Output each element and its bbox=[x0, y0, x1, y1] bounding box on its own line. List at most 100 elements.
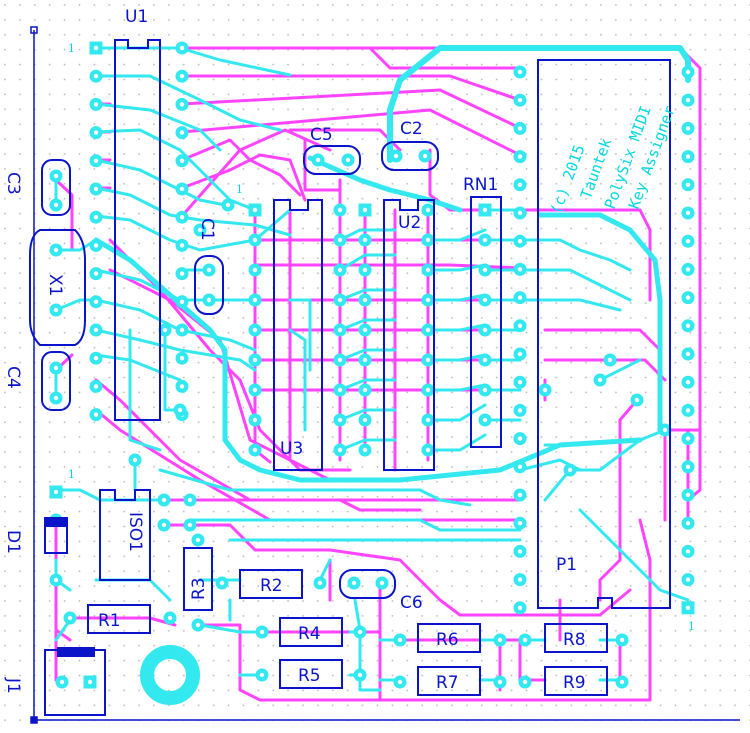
u3-pad-drill bbox=[337, 327, 343, 333]
via-drill bbox=[177, 407, 183, 413]
via-drill bbox=[225, 202, 231, 208]
j1-pad-drill bbox=[59, 679, 65, 685]
u2-pad-drill bbox=[425, 417, 431, 423]
u2-pad-drill bbox=[362, 447, 368, 453]
pin1-marker-u1: 1 bbox=[68, 42, 75, 55]
u1-pad-drill bbox=[93, 243, 99, 248]
u2-pad-drill bbox=[425, 297, 431, 303]
via-drill bbox=[597, 377, 603, 383]
p1-pad-drill bbox=[517, 380, 523, 385]
r7-pad-drill bbox=[497, 679, 503, 685]
iso1-pad-drill bbox=[132, 457, 138, 463]
via-drill bbox=[542, 387, 548, 393]
iso1-pad-drill bbox=[161, 522, 167, 528]
c2-pad-drill bbox=[422, 153, 428, 159]
p1-pad-drill bbox=[517, 69, 523, 75]
p1-pad-drill bbox=[517, 98, 523, 103]
p1-pad-drill bbox=[685, 239, 691, 244]
rn1-outline bbox=[470, 196, 502, 448]
pin1-marker-u3: 1 bbox=[236, 183, 243, 196]
r2-outline bbox=[239, 569, 303, 599]
p1-pad-drill bbox=[517, 577, 523, 582]
u3-pad-drill bbox=[252, 297, 258, 303]
j1-pad-drill bbox=[87, 679, 93, 685]
p1-outline bbox=[537, 59, 671, 609]
u1-pad-drill bbox=[179, 356, 185, 361]
rn1-pad-drill bbox=[482, 267, 488, 273]
label-u2: U2 bbox=[398, 213, 421, 233]
pin1-marker-iso1: 1 bbox=[68, 468, 75, 481]
pin1-markers: 1 1 1 1 bbox=[68, 42, 695, 633]
label-r1: R1 bbox=[98, 611, 121, 631]
label-c1: C1 bbox=[197, 218, 217, 241]
via-drill bbox=[567, 467, 573, 473]
u1-pad-drill bbox=[179, 243, 185, 248]
r2-pad-drill bbox=[317, 580, 323, 586]
u1-pad-drill bbox=[179, 102, 185, 107]
u3-pad-drill bbox=[252, 387, 258, 393]
label-c3: C3 bbox=[3, 172, 23, 195]
label-r4: R4 bbox=[298, 624, 321, 644]
silkscreen-outlines bbox=[29, 39, 671, 716]
c2-pad-drill bbox=[393, 153, 399, 159]
component-labels: U1 U3 U2 RN1 P1 C5 C2 C6 C1 C3 C4 X1 D1 … bbox=[3, 7, 586, 694]
u1-pad-drill bbox=[93, 130, 99, 135]
c1-outline bbox=[194, 255, 224, 315]
p1-pad-drill bbox=[685, 267, 691, 272]
p1-pad-drill bbox=[685, 549, 691, 554]
u3-pad-drill bbox=[337, 357, 343, 363]
u1-pad-drill bbox=[179, 45, 185, 51]
p1-pad-drill bbox=[685, 126, 691, 131]
r3-pad-drill bbox=[195, 537, 201, 543]
u1-pad-drill bbox=[93, 158, 99, 163]
rn1-pad-drill bbox=[482, 237, 488, 243]
p1-pad-drill bbox=[517, 182, 523, 187]
r1-pad-drill bbox=[167, 615, 173, 621]
c4-pad-drill bbox=[53, 395, 59, 401]
c4-pad-drill bbox=[53, 365, 59, 371]
p1-pad-drill bbox=[685, 351, 691, 357]
u2-outline bbox=[383, 199, 435, 471]
u2-pad-drill bbox=[425, 447, 431, 453]
c3-outline bbox=[41, 159, 71, 216]
u3-pad-drill bbox=[337, 387, 343, 393]
label-c5: C5 bbox=[310, 125, 333, 145]
p1-pad-drill bbox=[685, 380, 691, 385]
p1-pad-drill bbox=[517, 126, 523, 131]
c3-pad-drill bbox=[53, 173, 59, 179]
u1-pad-drill bbox=[93, 299, 99, 304]
rn1-pad-drill bbox=[482, 387, 488, 393]
r5-pad-drill bbox=[259, 672, 265, 678]
r2-pad-drill bbox=[219, 580, 225, 586]
u2-pad-drill bbox=[362, 387, 368, 393]
u1-pad-drill bbox=[179, 186, 185, 192]
u2-pin1-pad-drill bbox=[362, 207, 368, 213]
u2-pad-drill bbox=[425, 267, 431, 273]
label-r2: R2 bbox=[260, 576, 283, 596]
p1-pad-drill bbox=[685, 98, 691, 103]
r9-pad-drill bbox=[619, 679, 625, 685]
r7-pad-drill bbox=[397, 679, 403, 685]
r9-pad-drill bbox=[522, 679, 528, 685]
c1-pad-drill bbox=[206, 267, 212, 273]
rn1-pad-drill bbox=[482, 327, 488, 333]
u2-pad-drill bbox=[362, 297, 368, 303]
p1-pad-drill bbox=[517, 408, 523, 413]
label-p1: P1 bbox=[556, 555, 577, 575]
u3-pad-drill bbox=[337, 417, 343, 423]
p1-pad-drill bbox=[685, 605, 691, 610]
p1-pad-drill bbox=[517, 521, 523, 526]
label-iso1: ISO1 bbox=[125, 512, 145, 552]
u1-pad-drill bbox=[93, 74, 99, 79]
r6-pad-drill bbox=[497, 637, 503, 643]
r8-outline bbox=[544, 623, 608, 653]
u3-pin1-pad-drill bbox=[252, 207, 258, 213]
label-c2: C2 bbox=[400, 119, 423, 139]
r7-outline bbox=[417, 666, 481, 696]
u3-pad-drill bbox=[337, 237, 343, 243]
label-r3: R3 bbox=[189, 577, 209, 600]
label-r5: R5 bbox=[298, 666, 321, 686]
p1-pad-drill bbox=[685, 408, 691, 413]
label-x1: X1 bbox=[45, 274, 65, 296]
u3-pad-drill bbox=[337, 207, 343, 213]
